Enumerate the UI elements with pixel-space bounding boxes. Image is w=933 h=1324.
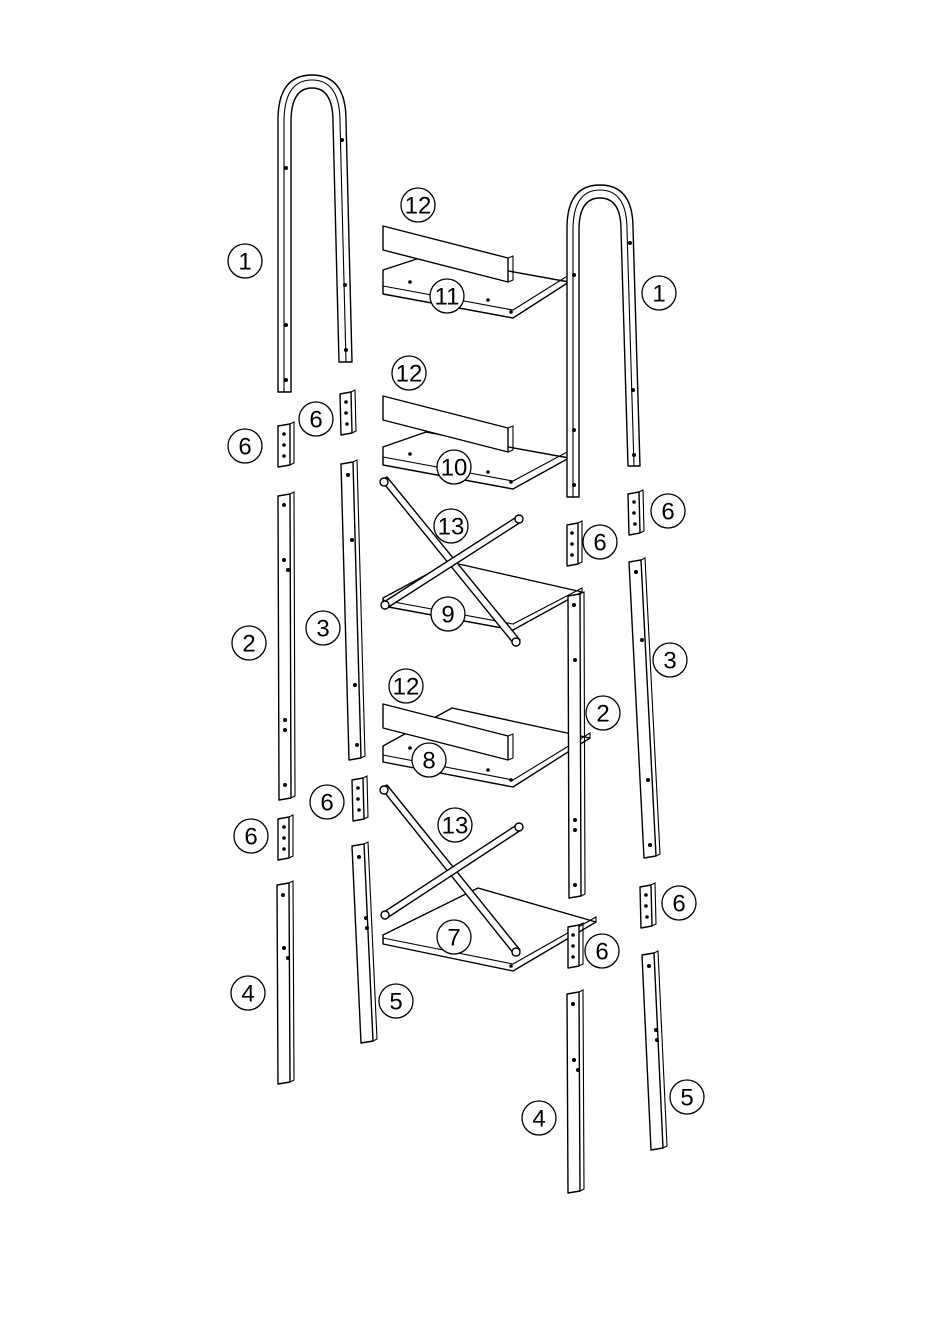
- label-part-6-f: 6: [234, 819, 268, 853]
- label-part-4-right: 4: [522, 1101, 556, 1135]
- svg-text:13: 13: [442, 813, 469, 840]
- label-part-5-right: 5: [670, 1080, 704, 1114]
- label-part-5-left: 5: [379, 984, 413, 1018]
- right-bottom-leg: [642, 951, 667, 1150]
- svg-text:3: 3: [663, 648, 676, 675]
- right-top-frame: [567, 185, 640, 497]
- label-part-1-left: 1: [228, 244, 262, 278]
- svg-text:6: 6: [661, 499, 674, 526]
- right-middle-leg: [629, 558, 660, 858]
- svg-text:12: 12: [393, 674, 420, 701]
- svg-text:10: 10: [441, 455, 468, 482]
- right-connector-lower-a: [640, 883, 656, 928]
- svg-text:6: 6: [309, 407, 322, 434]
- svg-text:4: 4: [241, 981, 254, 1008]
- label-part-6-c: 6: [651, 494, 685, 528]
- label-part-6-e: 6: [310, 785, 344, 819]
- left-connector-lower-a: [278, 815, 293, 860]
- left-middle-leg: [341, 460, 365, 760]
- label-part-4-left: 4: [231, 976, 265, 1010]
- svg-text:1: 1: [652, 281, 665, 308]
- right-connector-upper-a: [628, 490, 644, 535]
- right-bottom-rail: [567, 990, 584, 1193]
- svg-text:6: 6: [238, 434, 251, 461]
- label-part-7: 7: [437, 920, 471, 954]
- svg-text:3: 3: [316, 616, 329, 643]
- label-part-2-right: 2: [586, 696, 620, 730]
- svg-text:6: 6: [320, 790, 333, 817]
- svg-text:13: 13: [438, 514, 465, 541]
- svg-text:11: 11: [435, 284, 460, 311]
- svg-text:12: 12: [405, 193, 432, 220]
- svg-text:6: 6: [593, 530, 606, 557]
- left-bottom-leg: [352, 842, 377, 1043]
- svg-text:12: 12: [396, 361, 423, 388]
- svg-text:2: 2: [596, 701, 609, 728]
- label-part-9: 9: [431, 597, 465, 631]
- svg-text:1: 1: [238, 249, 251, 276]
- left-connector-upper-a: [278, 422, 294, 467]
- label-part-10: 10: [437, 450, 471, 484]
- left-bottom-rail: [277, 881, 294, 1084]
- label-part-12-second: 12: [392, 356, 426, 390]
- label-part-3-left: 3: [306, 611, 340, 645]
- left-middle-rail: [278, 492, 295, 800]
- svg-text:7: 7: [447, 925, 460, 952]
- label-part-12-top: 12: [401, 188, 435, 222]
- label-part-13-lower: 13: [438, 808, 472, 842]
- left-connector-lower-b: [352, 776, 368, 821]
- label-part-6-g: 6: [662, 886, 696, 920]
- svg-text:6: 6: [672, 891, 685, 918]
- label-part-13-upper: 13: [434, 509, 468, 543]
- svg-text:9: 9: [441, 602, 454, 629]
- label-part-6-h: 6: [585, 934, 619, 968]
- label-part-3-right: 3: [653, 643, 687, 677]
- right-connector-upper-b: [567, 521, 582, 566]
- label-part-11: 11: [430, 279, 464, 313]
- right-middle-rail: [568, 592, 585, 898]
- svg-text:5: 5: [389, 989, 402, 1016]
- svg-text:6: 6: [244, 824, 257, 851]
- svg-text:8: 8: [422, 748, 435, 775]
- label-part-12-lower: 12: [389, 669, 423, 703]
- left-top-frame: [278, 75, 352, 392]
- label-part-2-left: 2: [232, 626, 266, 660]
- label-part-6-b: 6: [228, 429, 262, 463]
- label-part-6-d: 6: [583, 525, 617, 559]
- label-part-6-a: 6: [299, 402, 333, 436]
- svg-text:4: 4: [532, 1106, 545, 1133]
- svg-text:2: 2: [242, 631, 255, 658]
- label-part-1-right: 1: [642, 276, 676, 310]
- left-connector-upper-b: [340, 390, 356, 435]
- svg-text:5: 5: [680, 1085, 693, 1112]
- label-part-8: 8: [412, 743, 446, 777]
- svg-text:6: 6: [595, 939, 608, 966]
